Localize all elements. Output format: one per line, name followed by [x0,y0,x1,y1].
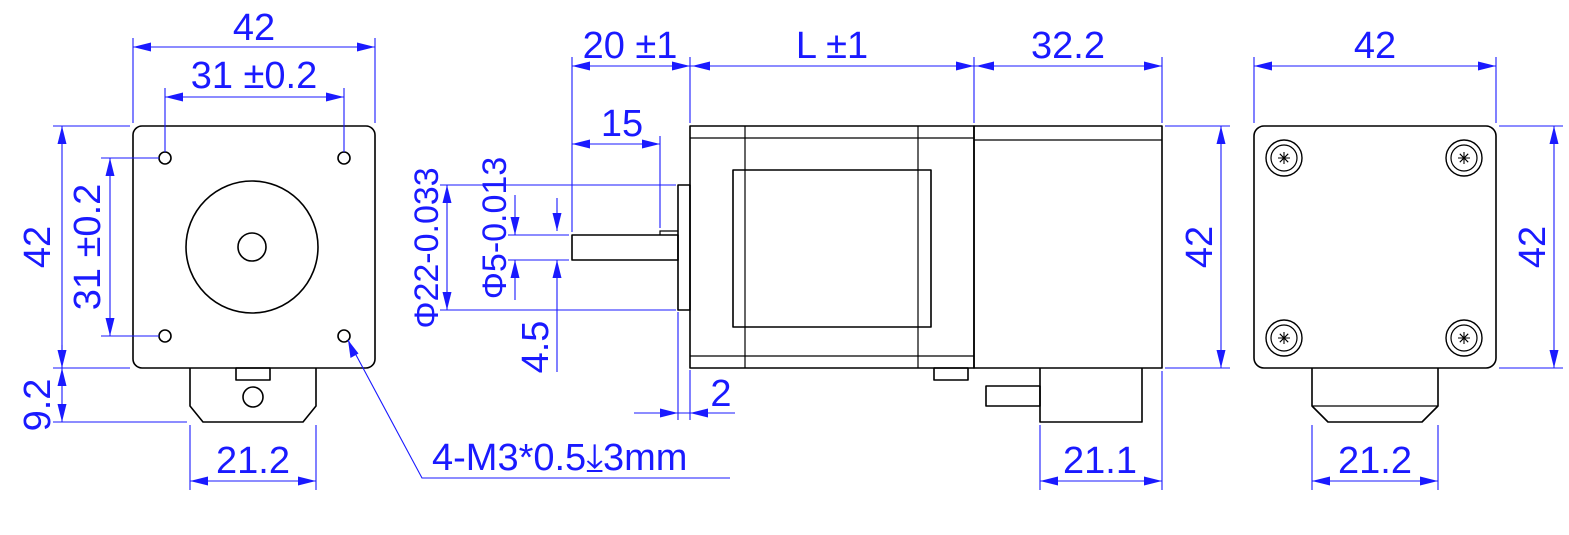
side-driver-housing [973,125,1163,369]
boss-height-label: 2 [710,373,731,415]
boss-diameter-label: Φ22-0.033 [408,167,446,328]
rear-outline [1253,125,1497,369]
side-view: 20 ±1 L ±1 32.2 15 Φ22-0.033 Φ5-0.013 4.… [408,25,1230,490]
rear-height-label: 42 [1512,226,1554,268]
front-view: 42 31 ±0.2 42 31 ±0.2 9.2 21.2 4-M3*0.5⤓… [17,7,730,490]
front-height-label: 42 [17,226,59,268]
side-bottom-tab [933,367,969,381]
body-length-label: L ±1 [796,25,868,67]
mount-hole-tl [158,151,172,165]
driver-length-label: 32.2 [1031,25,1105,67]
rear-connector-width-label: 21.2 [1338,440,1412,482]
rear-screw-bl-icon [1265,319,1303,357]
flat-length-label: 15 [601,103,643,145]
rear-screw-tl-icon [1265,139,1303,177]
front-connector-offset-label: 9.2 [17,379,59,432]
rear-view: 42 42 21.2 [1253,25,1563,490]
front-boss-circle [185,180,319,314]
mount-hole-tr [337,151,351,165]
front-connector-tab [235,367,271,381]
front-connector-width-label: 21.2 [216,440,290,482]
front-shaft-circle [237,232,267,262]
shaft-length-label: 20 ±1 [583,25,678,67]
mount-hole-bl [158,329,172,343]
side-boss [677,184,691,311]
side-shaft-flat [659,230,678,235]
front-hole-spacing-v-label: 31 ±0.2 [67,184,109,311]
shaft-diameter-label: Φ5-0.013 [476,157,514,299]
rear-screw-tr-icon [1445,139,1483,177]
front-connector-hole [242,386,264,408]
rear-width-label: 42 [1354,25,1396,67]
front-hole-spacing-h-label: 31 ±0.2 [191,55,318,97]
side-connector-plug [985,385,1041,407]
flat-depth-label: 4.5 [515,321,557,374]
side-height-label: 42 [1179,226,1221,268]
side-connector [1039,368,1143,423]
mount-hole-br [337,329,351,343]
front-connector [189,368,317,423]
rear-connector [1311,368,1439,423]
side-connector-width-label: 21.1 [1063,440,1137,482]
side-stator-core [732,169,932,328]
rear-screw-br-icon [1445,319,1483,357]
side-shaft [571,234,679,261]
front-width-label: 42 [233,7,275,49]
thread-note-label: 4-M3*0.5⤓3mm [432,437,687,479]
